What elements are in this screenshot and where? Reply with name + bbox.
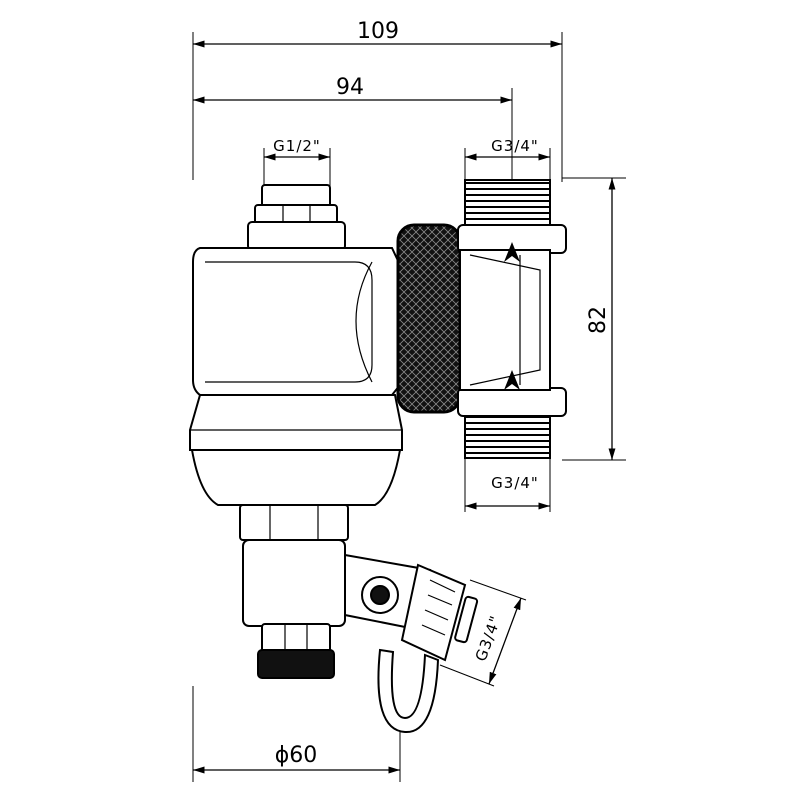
dimension-top-port: G1/2": [263, 137, 331, 186]
overall-width-label: 109: [357, 19, 399, 44]
inlet-bottom-label: G3/4": [491, 474, 539, 492]
inlet-top-label: G3/4": [491, 137, 539, 155]
height-label: 82: [586, 306, 611, 334]
dimension-inlet-bottom: G3/4": [464, 458, 551, 512]
dimension-overall-width: 109: [192, 19, 563, 182]
dimension-height: 82: [562, 177, 626, 461]
pipe-fitting: [457, 179, 567, 459]
flow-arrow-icon: [504, 370, 520, 390]
valve-body: [189, 184, 403, 679]
body-width-label: 94: [336, 75, 364, 100]
diameter-label: ϕ60: [275, 743, 318, 768]
top-port-label: G1/2": [273, 137, 321, 155]
drain-valve: [344, 553, 479, 734]
knurled-ring: [396, 223, 462, 414]
dimension-diameter: ϕ60: [192, 686, 401, 782]
dimension-inlet-top: G3/4": [464, 137, 551, 182]
flow-arrow-icon: [504, 242, 520, 262]
